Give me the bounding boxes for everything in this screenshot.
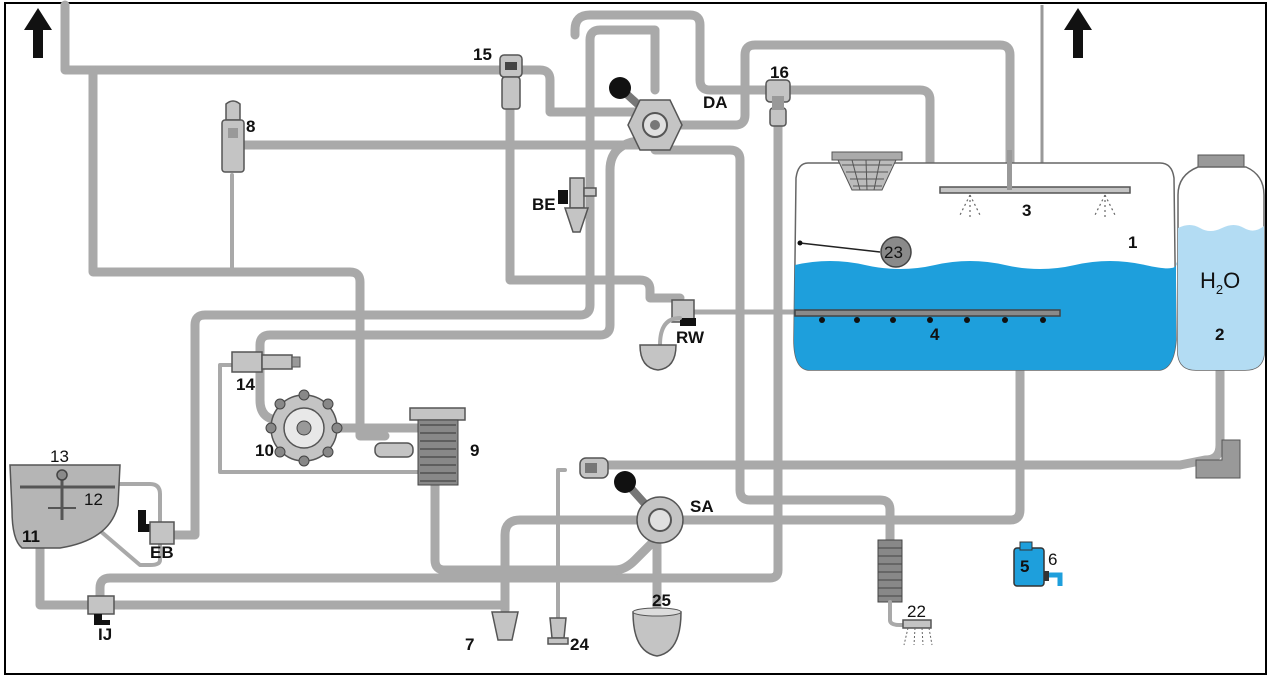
tank-strainer-basket	[831, 151, 903, 191]
label-can: 5	[1020, 557, 1029, 576]
agitator-bar	[794, 309, 1061, 317]
label-sa: SA	[690, 497, 714, 516]
arrow-up-icon	[1064, 8, 1092, 58]
label-hose-reel: 22	[907, 602, 926, 621]
label-ij: IJ	[98, 625, 112, 644]
drain-7	[491, 611, 519, 641]
label-gauge: 8	[246, 117, 255, 136]
label-level: 23	[884, 243, 903, 262]
sa-valve	[614, 471, 684, 544]
label-agitator: 4	[930, 325, 940, 344]
ij-valve	[87, 595, 115, 625]
be-valve	[558, 177, 597, 233]
spray-nozzles	[959, 194, 1116, 217]
label-filter: 9	[470, 441, 479, 460]
label-water-formula: H2O	[1200, 268, 1240, 297]
pump	[265, 389, 343, 467]
frame-border	[4, 2, 1267, 675]
bucket-25	[632, 607, 682, 657]
label-valve-12: 12	[84, 490, 103, 509]
label-boom: 3	[1022, 201, 1031, 220]
label-pump: 10	[255, 441, 274, 460]
labels: 1 2 3 4 5 6 7 8 9 10 11 12 13 14 15 16 2…	[22, 45, 1240, 654]
chemical-inductor	[9, 464, 121, 549]
label-tap: 6	[1048, 550, 1057, 569]
arrow-up-icon	[24, 8, 52, 58]
label-eb: EB	[150, 543, 174, 562]
boom-bar	[939, 186, 1131, 194]
rinse-bucket	[639, 344, 677, 371]
filter-9	[374, 407, 466, 486]
label-tank-water: 2	[1215, 325, 1224, 344]
main-tank	[793, 150, 1177, 371]
hose-reel	[877, 539, 933, 646]
level-float	[880, 236, 912, 268]
label-inductor: 11	[22, 527, 40, 546]
label-valve-24: 24	[570, 635, 589, 654]
gauge-8	[221, 100, 245, 173]
clean-water-can	[1013, 541, 1045, 587]
water-tap-icon	[1044, 571, 1063, 586]
pressure-regulator	[231, 351, 301, 373]
label-rw: RW	[676, 328, 705, 347]
valve-24	[547, 617, 569, 645]
valve-knob-icon	[609, 77, 631, 99]
label-valve-16: 16	[770, 63, 789, 82]
label-drain: 7	[465, 635, 474, 654]
label-tank-main: 1	[1128, 233, 1137, 252]
valve-24-top	[579, 457, 609, 479]
valve-16	[765, 79, 791, 127]
water-liquid	[1178, 225, 1264, 370]
water-tank	[1177, 154, 1265, 479]
label-bucket: 25	[652, 591, 671, 610]
valve-knob-icon	[614, 471, 636, 493]
label-regulator: 14	[236, 375, 255, 394]
sensor-15	[499, 54, 523, 110]
label-be: BE	[532, 195, 556, 214]
label-da: DA	[703, 93, 728, 112]
label-sensor: 15	[473, 45, 492, 64]
eb-valve	[138, 510, 175, 545]
da-valve	[609, 77, 683, 151]
rw-valve	[639, 299, 696, 371]
label-lid: 13	[50, 447, 69, 466]
agitator-nozzles	[819, 317, 1046, 323]
